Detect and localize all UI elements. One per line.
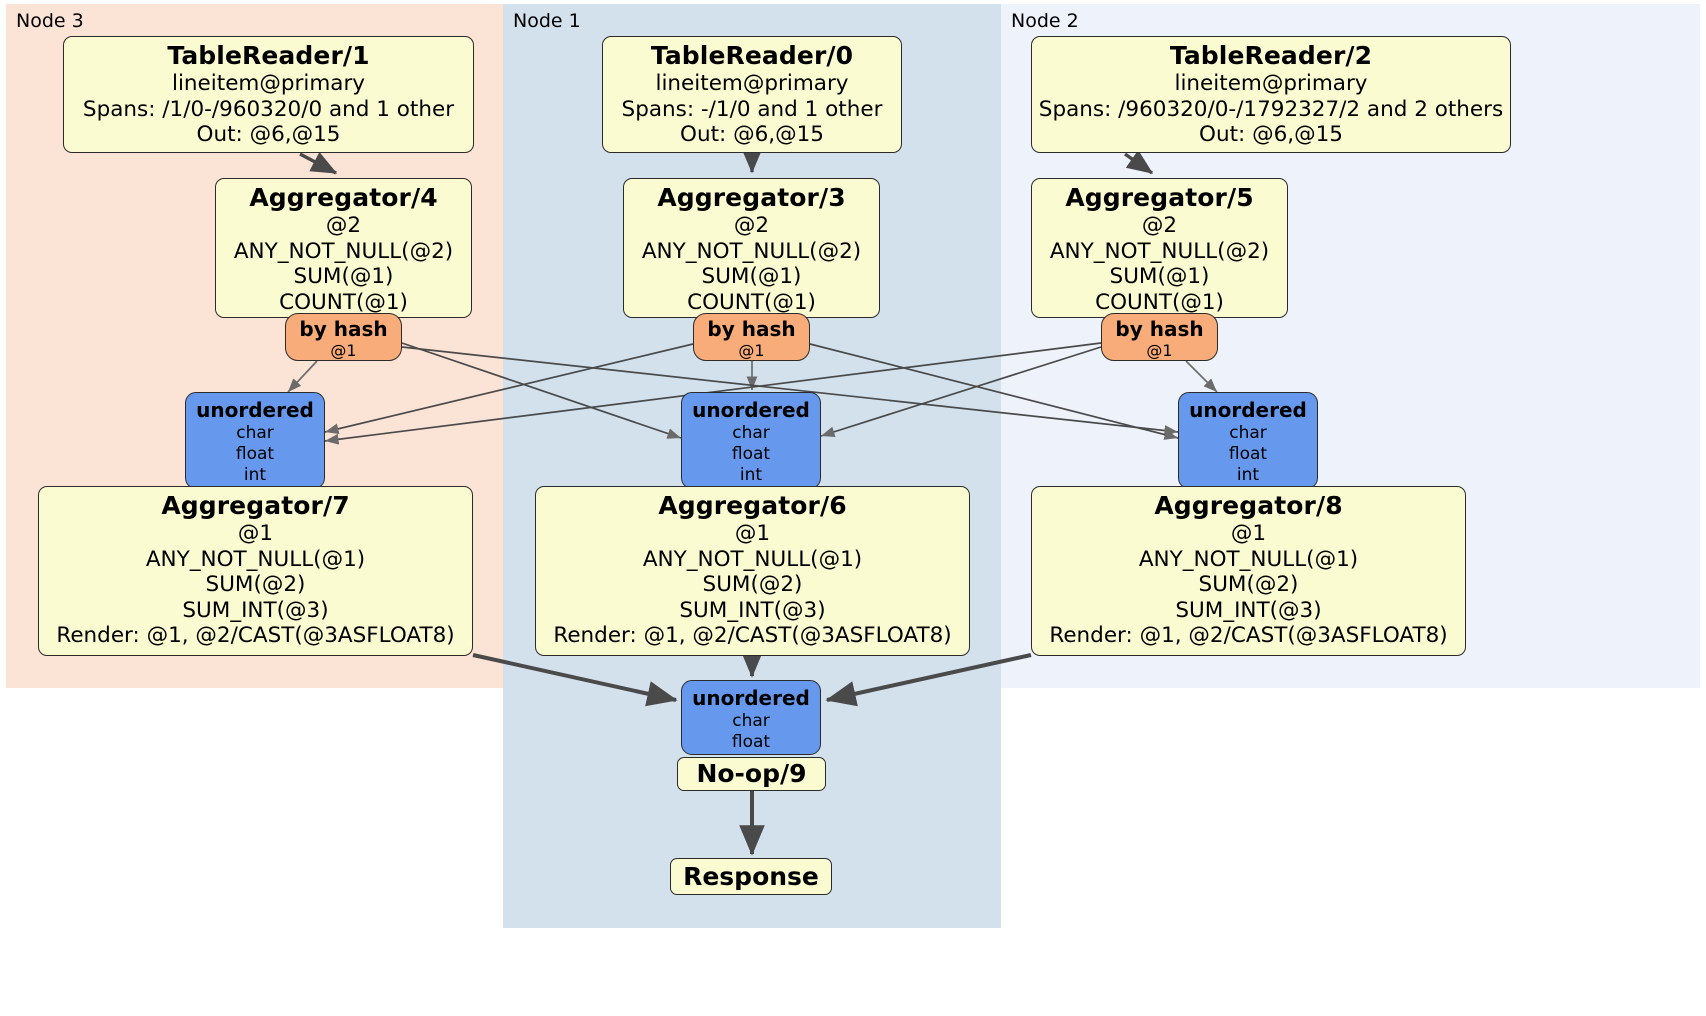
processor-detail-line: ANY_NOT_NULL(@2) — [233, 238, 454, 264]
router-title: by hash — [707, 317, 796, 341]
router-title: by hash — [1115, 317, 1204, 341]
processor-detail-line: SUM(@1) — [1109, 264, 1210, 289]
processor-title: Aggregator/8 — [1154, 491, 1343, 520]
router-title: unordered — [692, 398, 810, 422]
processor-title: Response — [683, 861, 819, 891]
router-detail-line: @1 — [330, 341, 357, 360]
processor-detail-line: SUM(@2) — [702, 572, 803, 597]
processor-aggregator-3[interactable]: Aggregator/3 @2 ANY_NOT_NULL(@2) SUM(@1)… — [623, 178, 880, 318]
processor-detail-line: Spans: -/1/0 and 1 other — [621, 96, 883, 122]
processor-detail-line: @1 — [734, 521, 771, 546]
processor-title: TableReader/1 — [167, 41, 370, 70]
processor-response[interactable]: Response — [670, 858, 832, 895]
processor-detail-line: COUNT(@1) — [1095, 289, 1224, 315]
router-detail-line: char — [732, 711, 770, 731]
router-detail-line: int — [739, 465, 763, 485]
processor-aggregator-8[interactable]: Aggregator/8 @1 ANY_NOT_NULL(@1) SUM(@2)… — [1031, 486, 1466, 656]
processor-tablereader-2[interactable]: TableReader/2 lineitem@primary Spans: /9… — [1031, 36, 1511, 153]
processor-detail-line: SUM_INT(@3) — [1175, 597, 1322, 623]
node-region-label-node2: Node 2 — [1011, 10, 1079, 32]
processor-title: Aggregator/3 — [657, 183, 846, 212]
processor-title: Aggregator/4 — [249, 183, 438, 212]
router-detail-line: @1 — [1146, 341, 1173, 360]
processor-render-line: Render: @1, @2/CAST(@3ASFLOAT8) — [56, 623, 455, 648]
node-region-label-node1: Node 1 — [513, 10, 581, 32]
router-title: unordered — [1189, 398, 1307, 422]
processor-detail-line: Spans: /960320/0-/1792327/2 and 2 others — [1038, 96, 1504, 122]
processor-title: TableReader/0 — [650, 41, 854, 70]
processor-noop-9[interactable]: No-op/9 — [677, 757, 826, 791]
processor-render-line: Render: @1, @2/CAST(@3ASFLOAT8) — [553, 623, 952, 648]
router-unordered-node2[interactable]: unordered char float int — [1178, 392, 1318, 489]
router-detail-line: int — [243, 465, 267, 485]
router-unordered-final[interactable]: unordered char float — [681, 680, 821, 755]
router-title: unordered — [196, 398, 314, 422]
processor-detail-line: @1 — [237, 521, 274, 546]
router-unordered-node3[interactable]: unordered char float int — [185, 392, 325, 489]
processor-detail-line: lineitem@primary — [1174, 71, 1368, 96]
router-detail-line: float — [235, 444, 275, 464]
processor-title: TableReader/2 — [1169, 41, 1373, 70]
router-detail-line: char — [1229, 423, 1267, 443]
processor-detail-line: SUM_INT(@3) — [679, 597, 826, 623]
processor-detail-line: @1 — [1230, 521, 1267, 546]
processor-aggregator-7[interactable]: Aggregator/7 @1 ANY_NOT_NULL(@1) SUM(@2)… — [38, 486, 473, 656]
router-by-hash-node3[interactable]: by hash @1 — [285, 313, 402, 361]
processor-detail-line: ANY_NOT_NULL(@1) — [145, 546, 366, 572]
router-unordered-node1[interactable]: unordered char float int — [681, 392, 821, 489]
processor-detail-line: COUNT(@1) — [279, 289, 408, 315]
processor-title: Aggregator/5 — [1065, 183, 1254, 212]
processor-detail-line: ANY_NOT_NULL(@1) — [642, 546, 863, 572]
processor-detail-line: ANY_NOT_NULL(@2) — [641, 238, 862, 264]
router-detail-line: float — [731, 732, 771, 752]
processor-title: Aggregator/7 — [161, 491, 350, 520]
processor-detail-line: Out: @6,@15 — [1199, 122, 1343, 147]
router-detail-line: char — [732, 423, 770, 443]
processor-detail-line: lineitem@primary — [171, 71, 366, 96]
processor-detail-line: @2 — [325, 213, 362, 238]
processor-detail-line: ANY_NOT_NULL(@2) — [1049, 238, 1270, 264]
processor-aggregator-6[interactable]: Aggregator/6 @1 ANY_NOT_NULL(@1) SUM(@2)… — [535, 486, 970, 656]
router-title: by hash — [299, 317, 388, 341]
processor-detail-line: Out: @6,@15 — [196, 122, 341, 147]
processor-aggregator-5[interactable]: Aggregator/5 @2 ANY_NOT_NULL(@2) SUM(@1)… — [1031, 178, 1288, 318]
router-title: unordered — [692, 686, 810, 710]
router-detail-line: char — [236, 423, 274, 443]
processor-detail-line: @2 — [1141, 213, 1178, 238]
processor-render-line: Render: @1, @2/CAST(@3ASFLOAT8) — [1049, 623, 1448, 648]
processor-detail-line: SUM(@2) — [205, 572, 306, 597]
router-detail-line: int — [1236, 465, 1260, 485]
processor-detail-line: SUM_INT(@3) — [182, 597, 329, 623]
processor-tablereader-1[interactable]: TableReader/1 lineitem@primary Spans: /1… — [63, 36, 474, 153]
processor-title: Aggregator/6 — [658, 491, 847, 520]
router-detail-line: float — [1228, 444, 1268, 464]
processor-tablereader-0[interactable]: TableReader/0 lineitem@primary Spans: -/… — [602, 36, 902, 153]
processor-title: No-op/9 — [696, 759, 807, 788]
processor-detail-line: COUNT(@1) — [687, 289, 816, 315]
router-by-hash-node2[interactable]: by hash @1 — [1101, 313, 1218, 361]
processor-detail-line: SUM(@1) — [701, 264, 802, 289]
processor-detail-line: Spans: /1/0-/960320/0 and 1 other — [82, 96, 455, 122]
router-detail-line: float — [731, 444, 771, 464]
router-by-hash-node1[interactable]: by hash @1 — [693, 313, 810, 361]
processor-detail-line: SUM(@1) — [293, 264, 394, 289]
processor-detail-line: ANY_NOT_NULL(@1) — [1138, 546, 1359, 572]
processor-detail-line: Out: @6,@15 — [680, 122, 824, 147]
processor-detail-line: SUM(@2) — [1198, 572, 1299, 597]
router-detail-line: @1 — [738, 341, 765, 360]
processor-aggregator-4[interactable]: Aggregator/4 @2 ANY_NOT_NULL(@2) SUM(@1)… — [215, 178, 472, 318]
processor-detail-line: lineitem@primary — [655, 71, 849, 96]
processor-detail-line: @2 — [733, 213, 770, 238]
node-region-label-node3: Node 3 — [16, 10, 84, 32]
